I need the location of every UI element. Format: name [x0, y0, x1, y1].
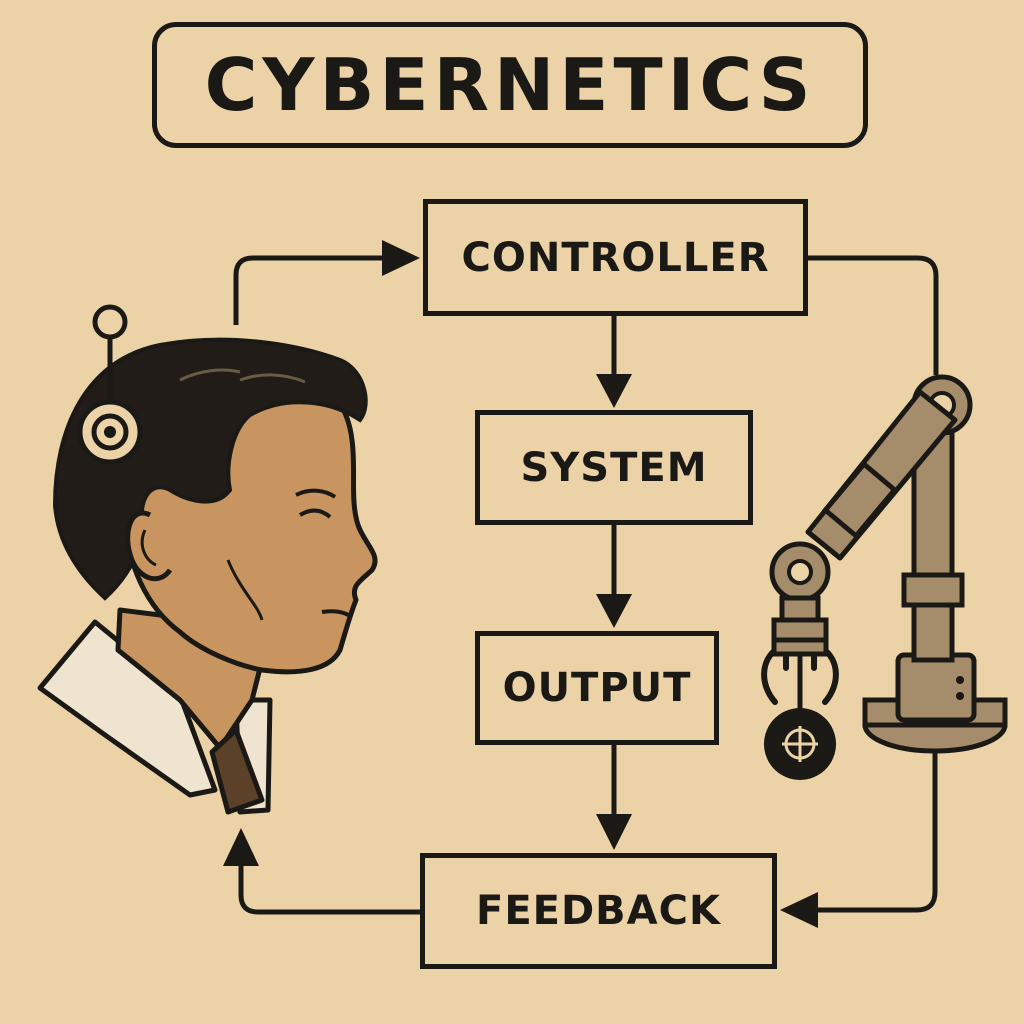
node-controller: CONTROLLER — [423, 199, 808, 316]
ear — [125, 510, 173, 582]
node-output-label: OUTPUT — [502, 665, 692, 711]
eye — [298, 508, 332, 519]
node-feedback: FEEDBACK — [420, 853, 777, 969]
antenna-icon — [77, 304, 143, 465]
tie — [209, 727, 265, 815]
arrow-robot-to-feedback — [815, 752, 938, 913]
human-head-illustration — [37, 304, 378, 815]
title-box: CYBERNETICS — [152, 22, 868, 148]
node-output: OUTPUT — [475, 631, 719, 745]
mouth — [321, 609, 352, 618]
arrow-head-to-controller — [233, 255, 385, 325]
diagram-title: CYBERNETICS — [204, 43, 816, 127]
node-controller-label: CONTROLLER — [461, 234, 770, 281]
robotic-arm-illustration — [761, 374, 1008, 780]
eyebrow — [295, 488, 337, 499]
shirt-collar — [37, 619, 218, 798]
gripper-icon — [761, 645, 839, 705]
node-feedback-label: FEEDBACK — [476, 888, 721, 934]
node-system: SYSTEM — [475, 410, 753, 525]
arrow-feedback-to-head — [238, 862, 420, 915]
node-system-label: SYSTEM — [520, 444, 708, 491]
connectors — [223, 240, 939, 928]
arrow-controller-to-robot — [808, 255, 939, 375]
